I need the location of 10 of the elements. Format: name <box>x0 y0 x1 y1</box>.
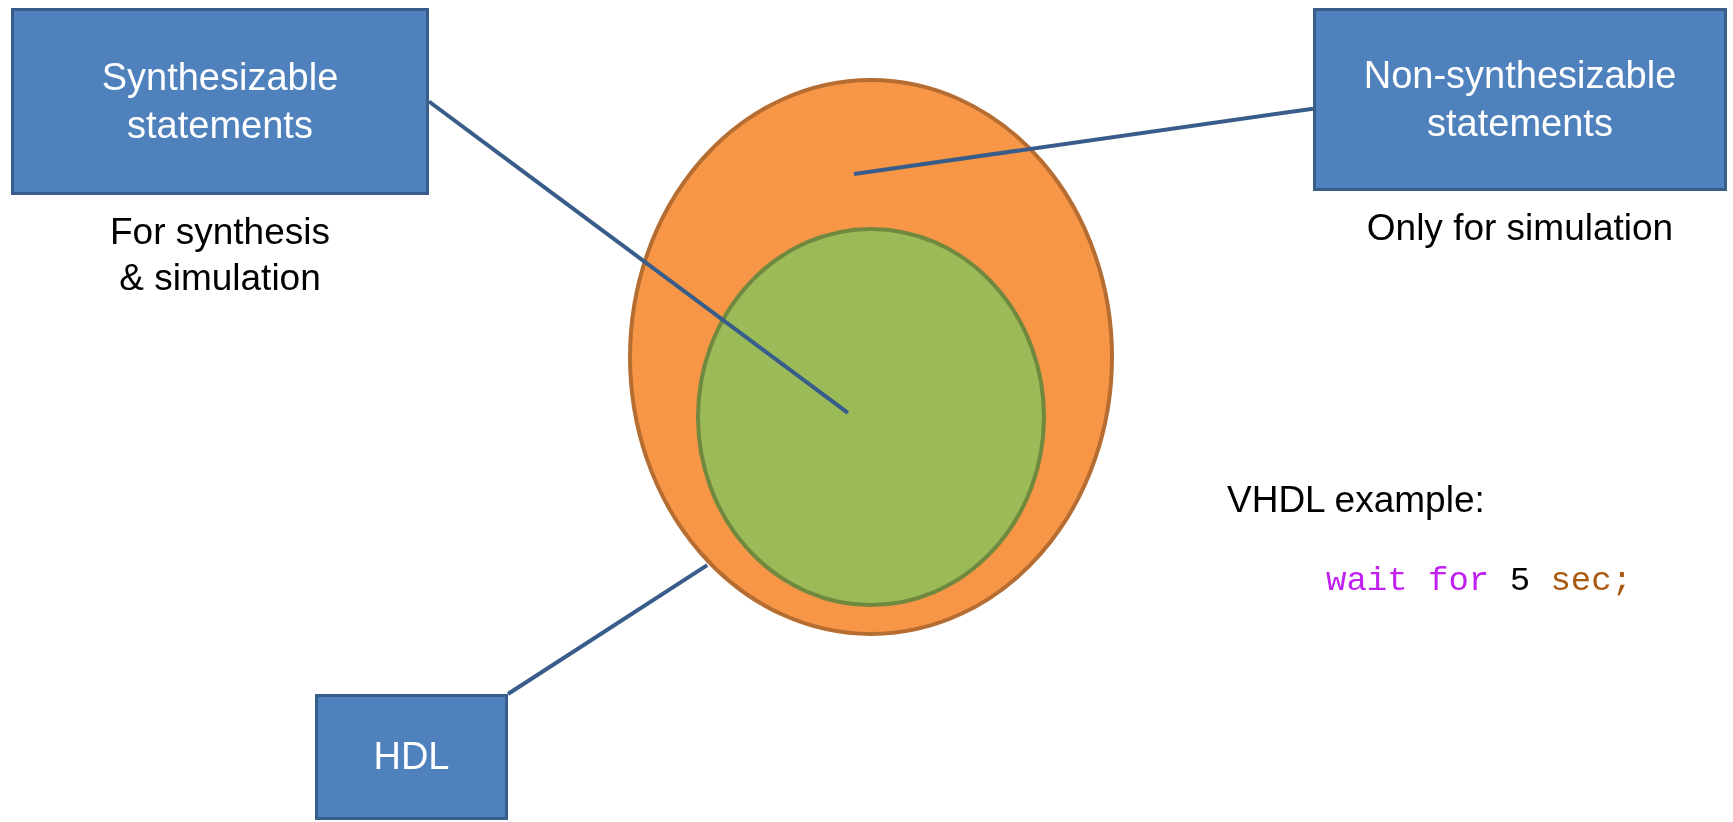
leader-line <box>506 563 709 696</box>
note-text: Only for simulation <box>1366 206 1674 250</box>
code-snippet: wait for 5 sec; <box>1326 561 1633 602</box>
leader-line <box>427 99 850 415</box>
statement-box: Non-synthesizable statements <box>1313 8 1727 191</box>
statement-box: Synthesizable statements <box>11 8 429 195</box>
note-text: VHDL example: <box>1227 478 1485 522</box>
leader-line <box>853 106 1314 176</box>
statement-box: HDL <box>315 694 508 820</box>
note-text: For synthesis & simulation <box>109 210 331 301</box>
